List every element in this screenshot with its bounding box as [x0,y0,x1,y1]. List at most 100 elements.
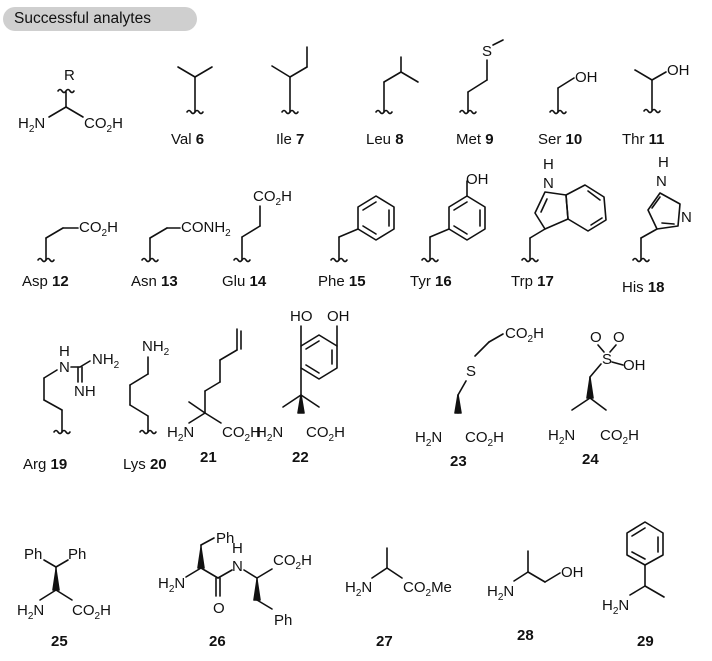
compound-number: 22 [292,449,309,466]
ho-label: HO [290,308,313,325]
compound-number: 23 [450,453,467,470]
compound-label: His 18 [622,279,665,296]
acid-label: CO2H [84,115,123,135]
compound-24: O O S OH H2N CO2H 24 [548,329,646,468]
acid-label: CO2H [505,325,544,345]
acid-label: CO2H [273,552,312,572]
amine-label: H2N [415,429,442,449]
amine-label: H2N [548,427,575,447]
wavy-bond [549,109,567,115]
compound-label: Arg 19 [23,456,67,473]
compound-lys: NH2 Lys 20 [123,338,170,473]
ester-label: CO2Me [403,579,452,599]
pyrrole-ring [534,191,569,230]
benzene-ring [626,521,664,566]
compound-26: Ph H2N O N H CO2H Ph 26 [158,530,312,650]
benzene-ring [448,195,486,241]
acid-label: CO2H [222,424,261,444]
amine-label: H2N [602,597,629,617]
compound-trp: H N Trp 17 [511,156,607,290]
wavy-bond [186,109,204,115]
compound-label: Ile 7 [276,131,304,148]
wavy-bond [643,108,661,114]
ph-label: Ph [274,612,292,629]
oh-label: OH [327,308,350,325]
o-label: O [590,329,602,346]
wavy-bond [459,109,477,115]
n-label: N [232,558,243,575]
compound-met: S Met 9 [456,39,504,148]
sulfur-label: S [466,363,476,380]
amide-label: CONH2 [181,219,231,239]
ph-label: Ph [24,546,42,563]
oh-label: OH [561,564,584,581]
wavy-bond [139,429,157,435]
compound-val: Val 6 [171,66,213,148]
oh-label: OH [575,69,598,86]
h-label: H [658,154,669,171]
oh-label: OH [667,62,690,79]
o-label: O [213,600,225,617]
compound-23: CO2H S H2N CO2H 23 [415,325,544,470]
wavy-bond [632,257,650,263]
compound-28: H2N OH 28 [487,550,584,644]
amine-label: H2N [17,602,44,622]
amine-label: NH2 [142,338,170,358]
r-label: R [64,67,75,84]
compound-glu: CO2H Glu 14 [222,188,292,290]
acid-label: CO2H [465,429,504,449]
wavy-bond [330,257,348,263]
nh-label: N [59,359,70,376]
amine-label: H2N [256,424,283,444]
compound-label: Glu 14 [222,273,267,290]
wavy-bond [57,88,75,94]
compound-number: 21 [200,449,217,466]
compound-thr: OH Thr 11 [622,62,690,148]
acid-label: CO2H [253,188,292,208]
imidazole-ring [647,192,681,230]
compound-number: 24 [582,451,599,468]
wedge-bond [586,377,594,399]
wavy-bond [141,257,159,263]
wavy-bond [521,257,539,263]
compound-number: 28 [517,627,534,644]
ph-label: Ph [68,546,86,563]
compound-number: 27 [376,633,393,650]
nh-label: NH [74,383,96,400]
wedge-bond [197,547,205,569]
benzene-ring [357,195,395,241]
badge-label: Successful analytes [14,10,151,27]
analytes-badge [3,7,197,31]
o-label: O [613,329,625,346]
compound-27: H2N CO2Me 27 [345,547,452,650]
compound-number: 25 [51,633,68,650]
wavy-bond [281,109,299,115]
n-label: N [681,209,692,226]
compound-number: 26 [209,633,226,650]
ph-label: Ph [216,530,234,547]
compound-his: H N N His 18 [622,154,692,296]
amine-label: H2N [18,115,45,135]
wedge-bond [297,394,305,414]
wedge-bond [253,579,261,601]
compound-label: Ser 10 [538,131,582,148]
compound-label: Asn 13 [131,273,178,290]
amine-label: NH2 [92,351,120,371]
compound-number: 29 [637,633,654,650]
compound-phe: Phe 15 [318,195,395,290]
compound-asp: CO2H Asp 12 [22,219,118,290]
compound-leu: Leu 8 [366,56,419,148]
acid-label: CO2H [72,602,111,622]
h-label: H [59,343,70,360]
generic-amino-acid: R H2N CO2H [18,67,123,135]
amine-label: H2N [167,424,194,444]
compound-ser: OH Ser 10 [538,69,598,148]
amine-label: H2N [345,579,372,599]
compound-asn: CONH2 Asn 13 [131,219,231,290]
compound-22: HO OH H2N CO2H 22 [256,308,350,466]
compound-label: Thr 11 [622,131,665,148]
compound-21: H2N CO2H 21 [167,328,261,466]
wedge-bond [52,569,60,591]
n-label: N [543,175,554,192]
